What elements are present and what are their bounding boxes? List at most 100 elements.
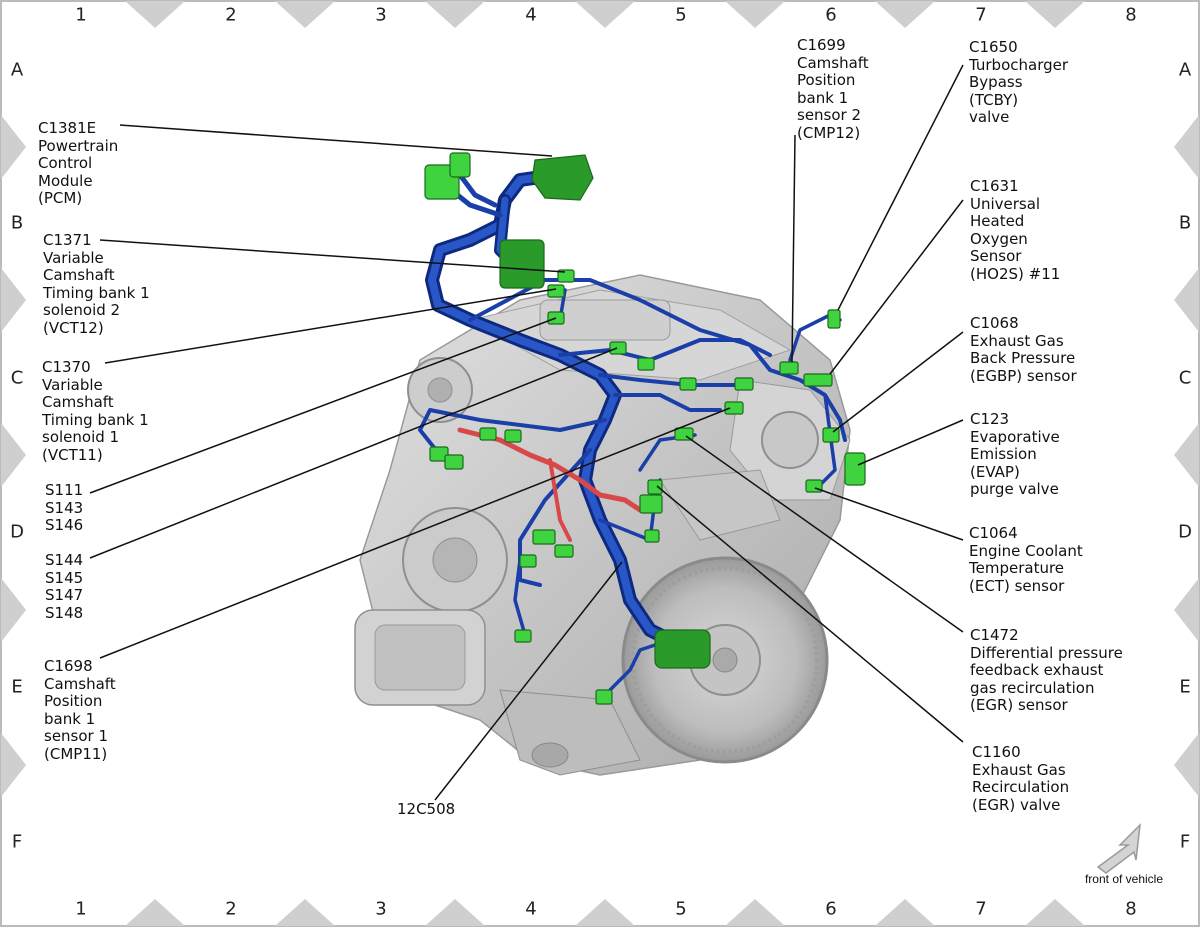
label-line: C1068: [970, 314, 1019, 332]
leader-c1699: [791, 134, 796, 363]
label-line: sensor 1: [44, 727, 109, 746]
label-line: (PCM): [38, 189, 83, 208]
label-line: S145: [45, 568, 84, 587]
label-line: (EVAP): [970, 462, 1020, 481]
grid-row-label: B: [1179, 213, 1191, 234]
label-line: C1650: [969, 38, 1018, 56]
label-line: Differential pressure: [970, 643, 1123, 662]
label-line: C1631: [970, 177, 1019, 195]
zone-marker: [725, 899, 785, 926]
label-line: Back Pressure: [970, 349, 1076, 368]
zone-marker: [1174, 115, 1199, 179]
label-line: Position: [44, 692, 103, 711]
front-arrow-icon: [1096, 822, 1141, 874]
grid-row-label: A: [11, 60, 24, 81]
leader-c123: [857, 419, 964, 466]
wiring-harness: [418, 168, 847, 702]
leader-c1068: [832, 331, 964, 433]
zone-marker: [1, 115, 26, 179]
label-line: sensor 2: [797, 106, 862, 125]
label-line: Heated: [970, 212, 1025, 231]
zone-marker: [1025, 1, 1085, 28]
label-line: C1370: [42, 358, 91, 376]
label-line: C1160: [972, 743, 1021, 761]
grid-column-label: 6: [825, 5, 836, 26]
label-line: Bypass: [969, 73, 1023, 92]
label-line: Module: [38, 171, 93, 190]
label-line: Engine Coolant: [969, 541, 1083, 560]
leader-c1381e: [119, 124, 553, 157]
label-line: Emission: [970, 445, 1037, 464]
zone-marker: [425, 1, 485, 28]
label-line: gas recirculation: [970, 678, 1095, 697]
label-line: S148: [45, 603, 84, 622]
label-line: S146: [45, 516, 84, 535]
leader-12c508: [434, 561, 623, 801]
label-line: Camshaft: [44, 674, 116, 693]
grid-column-label: 3: [375, 5, 386, 26]
label-line: C1472: [970, 626, 1019, 644]
leader-s144: [89, 347, 618, 559]
grid-row-label: C: [11, 368, 24, 389]
grid-column-label: 5: [675, 5, 686, 26]
label-line: Variable: [43, 248, 104, 267]
label-line: (EGBP) sensor: [970, 366, 1077, 385]
grid-column-label: 8: [1125, 899, 1136, 920]
label-line: Control: [38, 154, 93, 173]
grid-column-label: 1: [75, 899, 86, 920]
leader-s111: [89, 317, 557, 494]
label-line: S143: [45, 498, 84, 517]
label-line: Temperature: [969, 559, 1065, 578]
label-line: Camshaft: [42, 393, 114, 412]
leader-c1631: [829, 199, 964, 375]
label-line: (ECT) sensor: [969, 576, 1065, 595]
zone-marker: [275, 1, 335, 28]
grid-column-label: 4: [525, 5, 536, 26]
label-line: Evaporative: [970, 427, 1060, 446]
label-line: Turbocharger: [969, 55, 1069, 74]
label-line: valve: [969, 108, 1010, 127]
label-line: Exhaust Gas: [972, 760, 1066, 779]
label-line: solenoid 1: [42, 428, 120, 447]
label-line: (TCBY): [969, 90, 1019, 109]
label-line: bank 1: [44, 709, 96, 728]
label-line: Powertrain: [38, 136, 119, 155]
zone-marker: [725, 1, 785, 28]
label-line: Timing bank 1: [43, 283, 150, 302]
label-line: C1381E: [38, 119, 97, 137]
label-line: Timing bank 1: [42, 410, 149, 429]
label-line: Sensor: [970, 247, 1022, 266]
label-line: 12C508: [397, 800, 456, 818]
zone-marker: [125, 1, 185, 28]
grid-row-label: E: [11, 677, 22, 698]
label-line: purge valve: [970, 480, 1059, 499]
label-line: S111: [45, 481, 84, 499]
leader-lines: [89, 64, 964, 801]
grid-column-label: 2: [225, 899, 236, 920]
label-line: (VCT11): [42, 445, 103, 464]
leader-c1370: [104, 288, 557, 364]
grid-column-label: 2: [225, 5, 236, 26]
grid-column-label: 8: [1125, 5, 1136, 26]
leader-c1064: [814, 487, 964, 541]
leader-c1650: [837, 64, 964, 311]
zone-marker: [1, 578, 26, 642]
grid-row-label: D: [10, 522, 24, 543]
grid-row-label: B: [11, 213, 23, 234]
grid-row-label: A: [1179, 60, 1192, 81]
label-line: feedback exhaust: [970, 661, 1104, 680]
zone-marker: [1025, 899, 1085, 926]
